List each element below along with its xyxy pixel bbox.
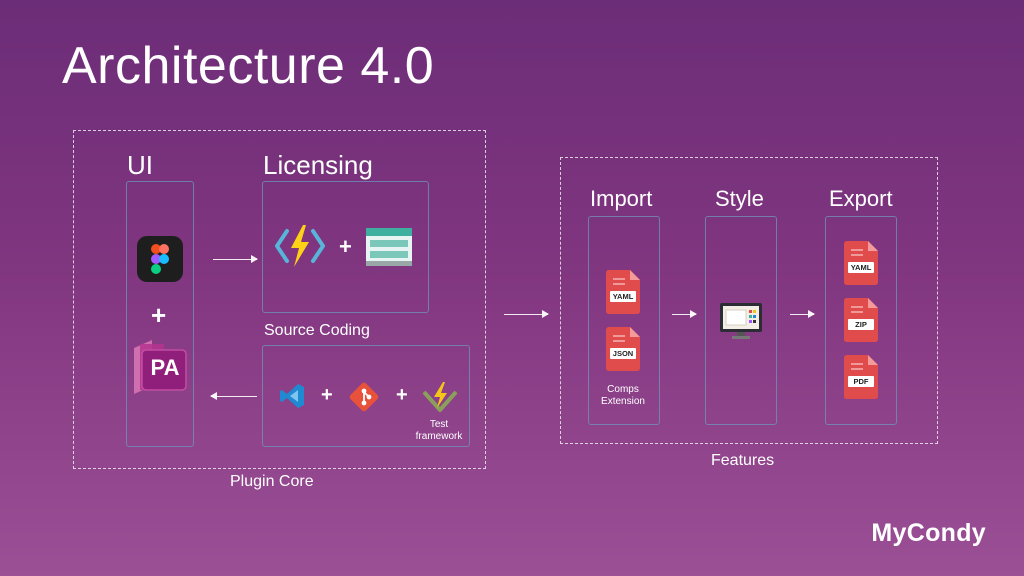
ui-heading: UI	[127, 150, 153, 180]
pdf-label-export: PDF	[848, 376, 874, 387]
git-icon	[348, 381, 380, 413]
source-coding-panel	[262, 345, 470, 447]
ui-panel	[126, 181, 194, 447]
source-to-ui-arrow	[210, 392, 257, 400]
slide-title: Architecture 4.0	[62, 37, 435, 95]
zip-label-export: ZIP	[848, 319, 874, 330]
core-to-features-arrow	[504, 310, 549, 318]
style-panel	[705, 216, 777, 425]
ui-plus-sign: +	[151, 300, 167, 330]
licensing-heading: Licensing	[263, 150, 373, 180]
source-plus-sign-2: +	[396, 384, 408, 406]
source-coding-heading: Source Coding	[264, 322, 370, 339]
vscode-icon	[279, 383, 305, 409]
licensing-panel	[262, 181, 429, 313]
plugin-core-caption: Plugin Core	[230, 473, 314, 490]
power-apps-icon: PA	[130, 338, 188, 396]
json-label-import: JSON	[610, 348, 636, 359]
import-to-style-arrow	[672, 310, 697, 318]
source-plus-sign-1: +	[321, 384, 333, 406]
import-heading: Import	[590, 186, 653, 211]
pdf-file-icon-export: PDF	[844, 355, 878, 404]
plugin-core-group	[73, 130, 486, 469]
test-framework-icon	[422, 382, 458, 412]
comps-extension-caption: Comps Extension	[601, 384, 645, 407]
storage-table-icon	[366, 228, 412, 266]
export-heading: Export	[829, 186, 893, 211]
style-heading: Style	[715, 186, 764, 211]
mycondy-logo: MyCondy	[871, 519, 986, 547]
yaml-file-icon-export: YAML	[844, 241, 878, 290]
licensing-plus-sign: +	[339, 234, 352, 259]
yaml-file-icon-import: YAML	[606, 270, 640, 319]
style-to-export-arrow	[790, 310, 815, 318]
yaml-label-export: YAML	[848, 262, 874, 273]
zip-file-icon-export: ZIP	[844, 298, 878, 347]
figma-icon	[137, 236, 183, 282]
import-panel	[588, 216, 660, 425]
azure-functions-icon	[275, 223, 325, 269]
export-panel	[825, 216, 897, 425]
test-framework-caption: Test framework	[415, 419, 463, 442]
features-caption: Features	[711, 452, 775, 469]
pa-label: PA	[150, 355, 180, 380]
json-file-icon-import: JSON	[606, 327, 640, 376]
yaml-label-import: YAML	[610, 291, 636, 302]
monitor-palette-icon	[719, 302, 763, 340]
features-group	[560, 157, 938, 444]
ui-to-licensing-arrow	[213, 255, 258, 263]
